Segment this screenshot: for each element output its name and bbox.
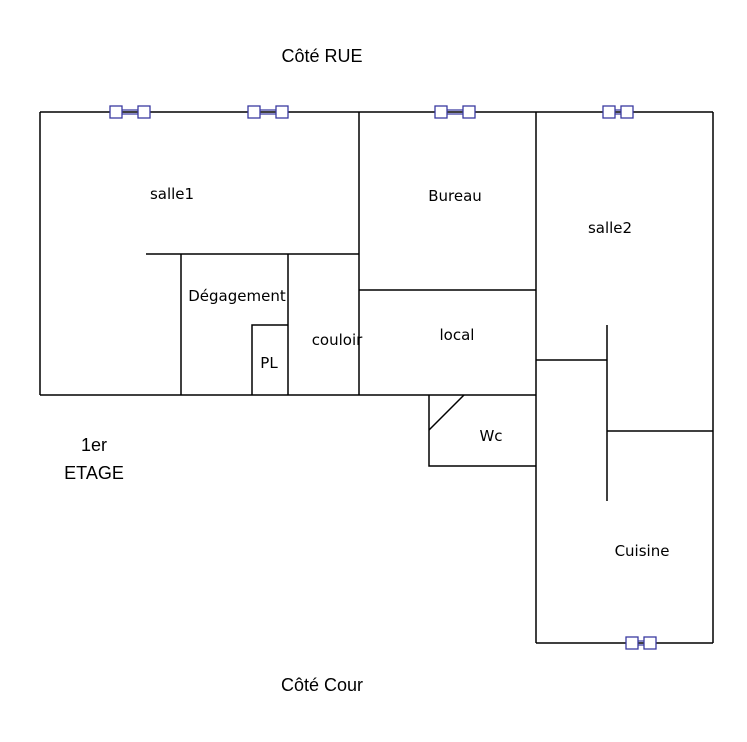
room-label-cuisine: Cuisine (615, 542, 670, 560)
floor-label-line1: 1er (81, 435, 107, 455)
floor-label-line2: ETAGE (64, 463, 124, 483)
wall-wc (428, 395, 536, 467)
room-label-local: local (440, 326, 475, 344)
window-window-icon-5 (625, 636, 657, 650)
top-side-label: Côté RUE (281, 46, 362, 66)
window-window-icon-4 (602, 105, 634, 119)
window-window-icon-3 (434, 105, 476, 119)
window-window-icon-2 (247, 105, 289, 119)
room-label-bureau: Bureau (428, 187, 482, 205)
wall-pl (251, 324, 288, 395)
window-window-icon-1 (109, 105, 151, 119)
walls (39, 111, 714, 644)
room-label-wc: Wc (479, 427, 502, 445)
room-label-couloir: couloir (312, 331, 363, 349)
room-label-pl: PL (260, 354, 278, 372)
wc-door-swing (428, 394, 465, 431)
room-label-degagement: Dégagement (188, 287, 286, 305)
room-label-salle1: salle1 (150, 185, 194, 203)
room-label-salle2: salle2 (588, 219, 632, 237)
bottom-side-label: Côté Cour (281, 675, 363, 695)
